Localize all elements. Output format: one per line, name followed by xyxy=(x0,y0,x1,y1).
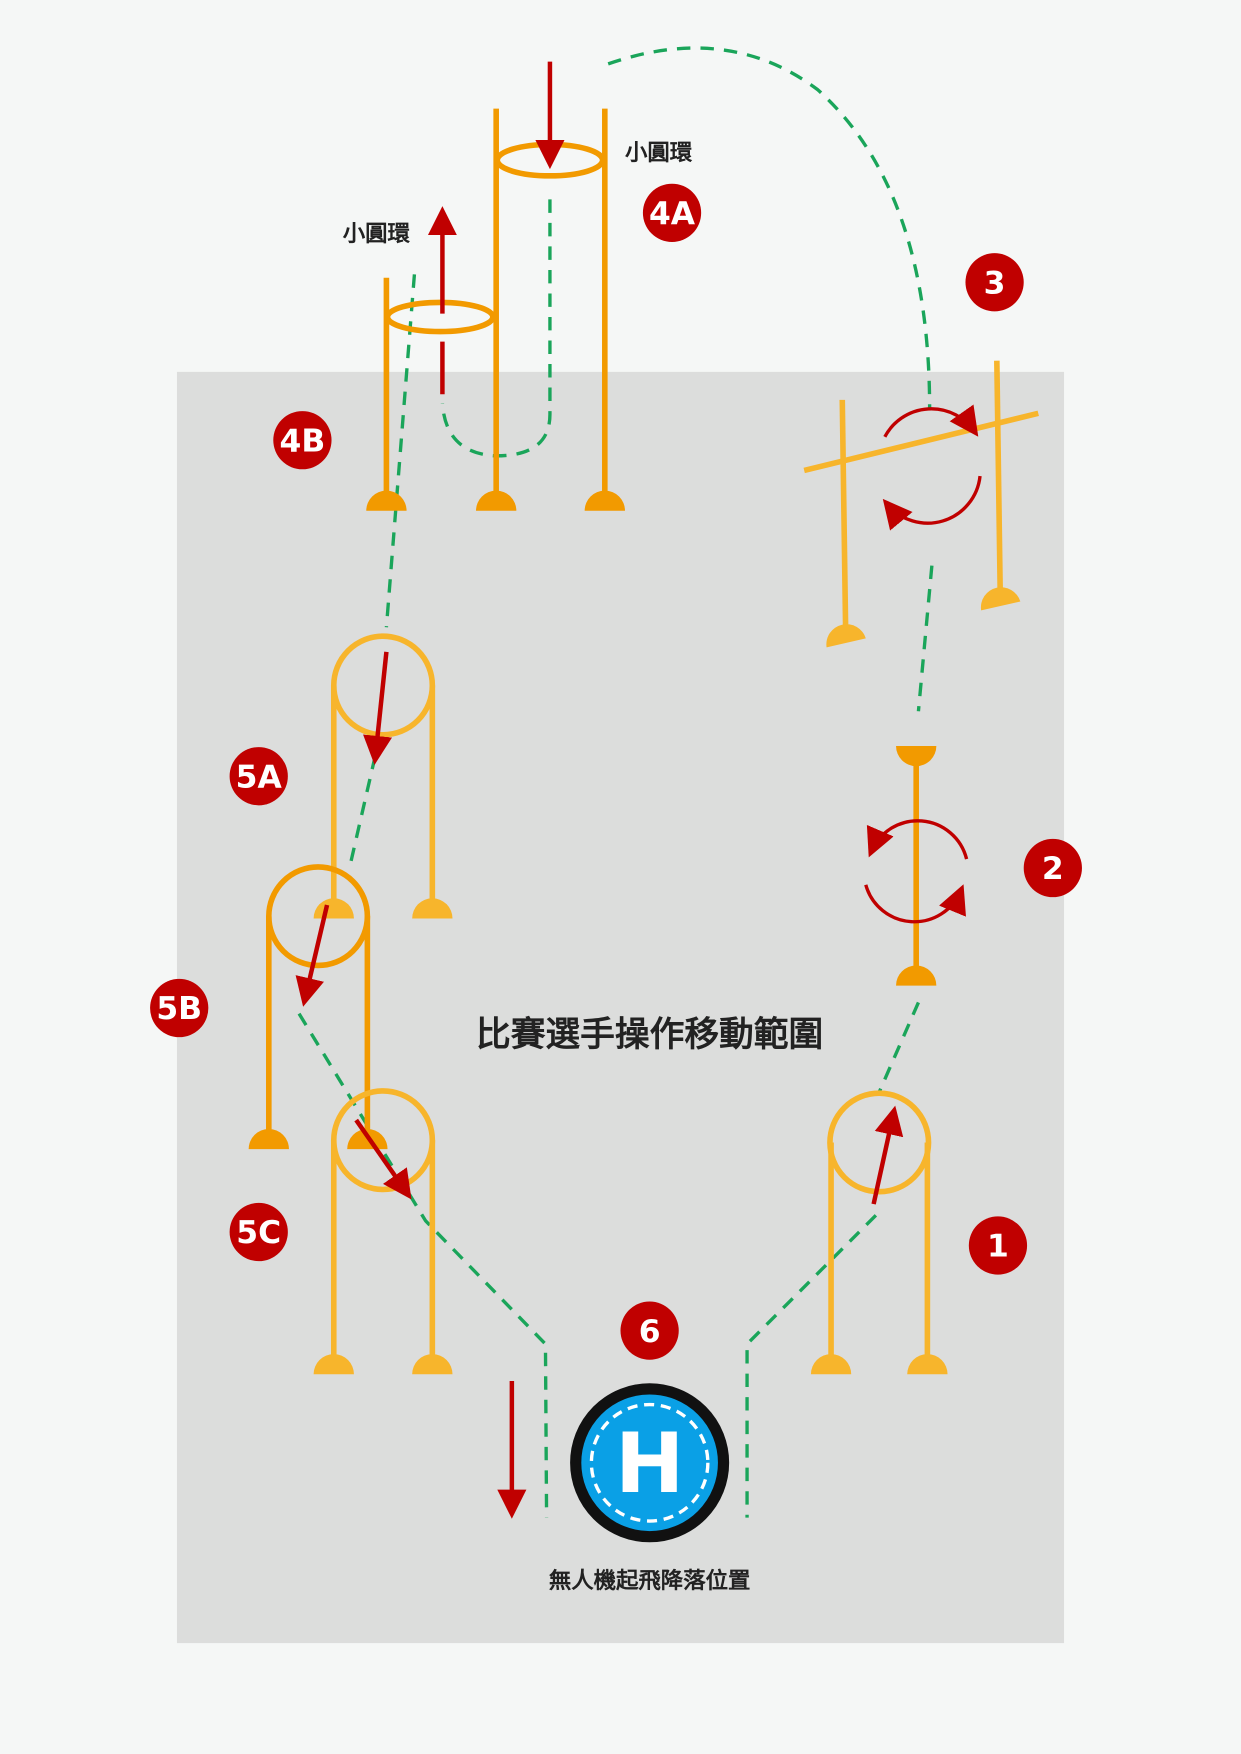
badge-label: 1 xyxy=(987,1229,1009,1265)
badge-label: 5A xyxy=(236,759,283,795)
helipad-h-icon: H xyxy=(615,1415,684,1512)
badge-label: 5B xyxy=(156,991,202,1027)
station-3-loop-arrows xyxy=(882,404,982,531)
badge-label: 6 xyxy=(639,1314,661,1350)
station-badge-4b: 4B xyxy=(273,411,332,470)
landing-area-label: 無人機起飛降落位置 xyxy=(549,1567,751,1594)
station-badge-5c: 5C xyxy=(229,1202,288,1262)
ring-gate-bases xyxy=(248,898,948,1375)
station-badge-6: 6 xyxy=(620,1301,679,1360)
station-badge-5b: 5B xyxy=(150,978,209,1038)
station-badge-5a: 5A xyxy=(229,747,288,806)
helipad: H xyxy=(570,1383,730,1543)
badge-label: 3 xyxy=(984,265,1006,301)
station-badge-2: 2 xyxy=(1023,838,1082,898)
badge-label: 5C xyxy=(236,1215,281,1251)
station-5b-gate xyxy=(266,864,371,1143)
station-2-loop-arrows xyxy=(864,819,969,924)
pole-bases xyxy=(366,490,625,511)
station-3-gate xyxy=(803,360,1039,630)
station-badge-4a: 4A xyxy=(642,183,702,242)
station-3-bases xyxy=(826,587,1021,648)
small-ring-label-left: 小圓環 xyxy=(343,221,411,247)
station-2-pole xyxy=(896,745,937,986)
badge-label: 4B xyxy=(280,423,326,459)
direction-arrows xyxy=(295,61,904,1519)
operator-area-label: 比賽選手操作移動範圍 xyxy=(476,1014,823,1055)
station-1-gate xyxy=(827,1090,932,1358)
station-badge-3: 3 xyxy=(965,253,1024,312)
station-badge-1: 1 xyxy=(968,1216,1028,1275)
badge-label: 2 xyxy=(1042,851,1064,887)
small-ring-label-top: 小圓環 xyxy=(625,140,693,166)
station-4-gates xyxy=(383,108,608,505)
badge-label: 4A xyxy=(649,196,696,232)
